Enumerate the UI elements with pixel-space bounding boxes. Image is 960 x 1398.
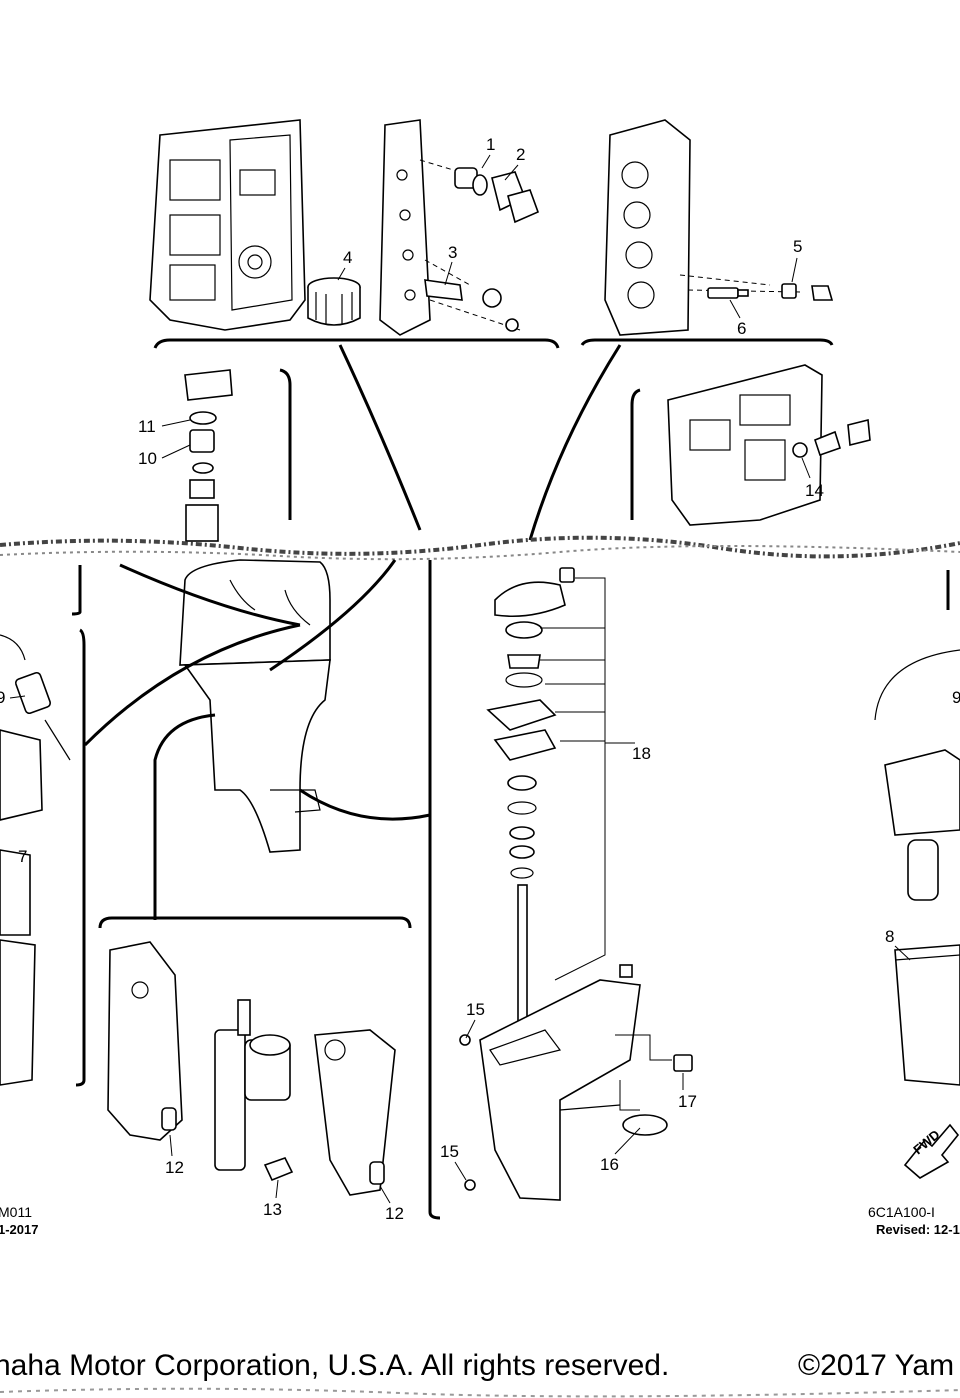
exhaust-cover-assembly — [379, 119, 521, 336]
right-mid-bracket — [630, 388, 641, 520]
vapor-separator-left — [0, 729, 43, 1086]
cap — [781, 283, 834, 301]
clamp-bracket-left — [107, 941, 183, 1141]
left-mid-bracket — [279, 368, 292, 520]
break-line — [0, 535, 960, 561]
power-trim-unit — [214, 999, 294, 1182]
right-diagram-code: 6C1A100-I — [868, 1204, 935, 1220]
top-right-bracket — [580, 338, 834, 346]
thermostat-cover-gasket — [491, 171, 540, 224]
vapor-separator-right — [874, 649, 960, 1086]
oil-filter — [307, 277, 361, 326]
left-diagram-code: M011 — [0, 1204, 32, 1220]
callout-13: 13 — [263, 1200, 282, 1219]
callout-15-top: 15 — [466, 1000, 485, 1019]
callout-9-right: 9 — [952, 688, 960, 707]
top-left-bracket — [153, 338, 560, 349]
right-revised-date: Revised: 12-1 — [876, 1222, 960, 1237]
callout-16: 16 — [600, 1155, 619, 1174]
callout-3: 3 — [448, 243, 457, 262]
outboard-motor-silhouette — [179, 559, 331, 853]
callout-15-bottom: 15 — [440, 1142, 459, 1161]
callout-9-left: 9 — [0, 688, 5, 707]
callout-12-right: 12 — [385, 1204, 404, 1223]
callout-1: 1 — [486, 135, 495, 154]
cylinder-block-assembly — [149, 119, 306, 331]
lower-unit-gearcase — [459, 964, 693, 1201]
fuel-filter-assembly — [184, 369, 233, 542]
callout-10: 10 — [138, 449, 157, 468]
callout-11: 11 — [138, 417, 156, 436]
callout-2: 2 — [516, 145, 525, 164]
left-diagram-date: 1-2017 — [0, 1222, 38, 1237]
lower-left-bracket — [98, 916, 412, 929]
callout-18: 18 — [632, 744, 651, 763]
footer-copyright-right: ©2017 Yam — [798, 1349, 954, 1382]
callout-6: 6 — [737, 319, 746, 338]
callout-14: 14 — [805, 481, 824, 500]
callout-17: 17 — [678, 1092, 697, 1111]
spark-plug — [707, 287, 749, 299]
upper-casing — [667, 364, 871, 526]
water-pump-assembly — [486, 567, 575, 1026]
callout-8: 8 — [885, 927, 894, 946]
footer-copyright-left: naha Motor Corporation, U.S.A. All right… — [0, 1349, 669, 1382]
fwd-arrow-icon: FWD — [903, 1123, 960, 1179]
anode — [424, 279, 519, 332]
callout-7: 7 — [18, 847, 27, 866]
cylinder-head-assembly — [604, 119, 801, 336]
callout-12-left: 12 — [165, 1158, 184, 1177]
callout-5: 5 — [793, 237, 802, 256]
callout-4: 4 — [343, 248, 352, 267]
left-fuel-hose — [0, 634, 71, 761]
clamp-bracket-right — [314, 1029, 396, 1196]
thermostat — [454, 167, 488, 196]
